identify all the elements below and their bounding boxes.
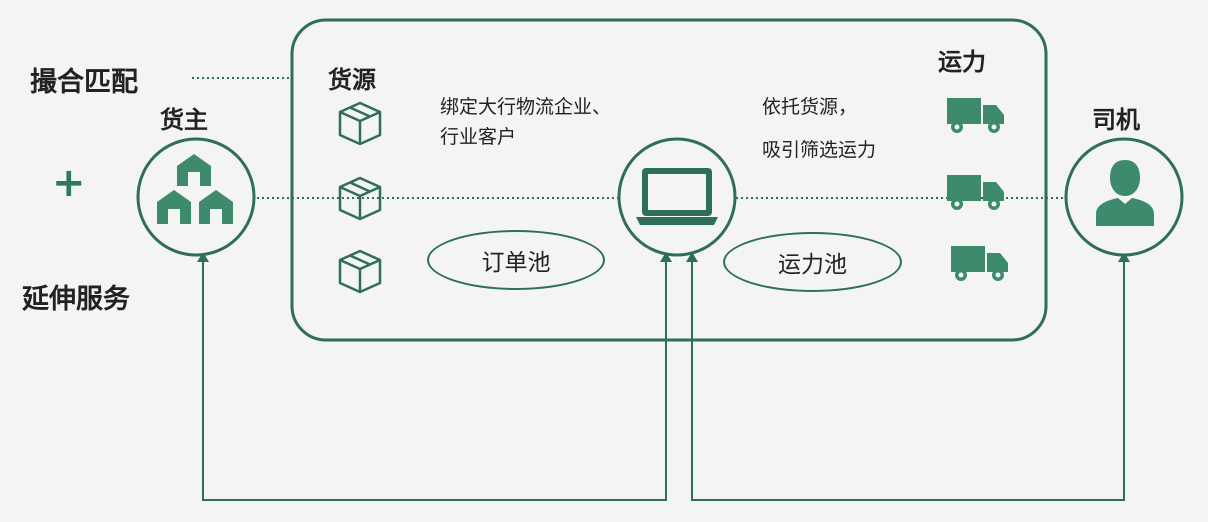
capacity-pool: 运力池	[723, 232, 902, 292]
truck-icon	[951, 246, 1008, 281]
truck-icon	[947, 98, 1004, 133]
driver-label: 司机	[1092, 106, 1140, 134]
arrow-head-platform-b	[686, 252, 698, 262]
arrow-head-driver	[1118, 252, 1130, 262]
cargo-desc-line1: 绑定大行物流企业、	[440, 96, 612, 118]
laptop-icon	[636, 168, 718, 225]
cargo-desc-line2: 行业客户	[440, 126, 517, 148]
arrow-head-shipper	[197, 252, 209, 262]
capacity-desc-line1: 依托货源，	[762, 96, 858, 118]
shipper-label: 货主	[160, 106, 208, 134]
package-box-icon	[338, 101, 382, 146]
platform-panel	[290, 18, 1048, 342]
truck-icon	[947, 175, 1004, 210]
capacity-label: 运力	[938, 48, 986, 76]
shipper-loop-line	[202, 256, 667, 501]
driver-loop-line	[691, 256, 1125, 501]
person-icon	[1096, 160, 1154, 226]
capacity-desc-line2: 吸引筛选运力	[762, 139, 877, 161]
cargo-label: 货源	[328, 66, 376, 94]
match-label: 撮合匹配	[30, 67, 138, 98]
arrow-head-platform-a	[660, 252, 672, 262]
warehouse-icon	[157, 154, 233, 224]
shipper-circle	[136, 137, 256, 257]
package-box-icon	[338, 176, 382, 221]
plus-icon: +	[52, 160, 86, 206]
package-box-icon	[338, 249, 382, 294]
extend-service-label: 延伸服务	[22, 284, 130, 315]
order-pool: 订单池	[427, 230, 605, 290]
